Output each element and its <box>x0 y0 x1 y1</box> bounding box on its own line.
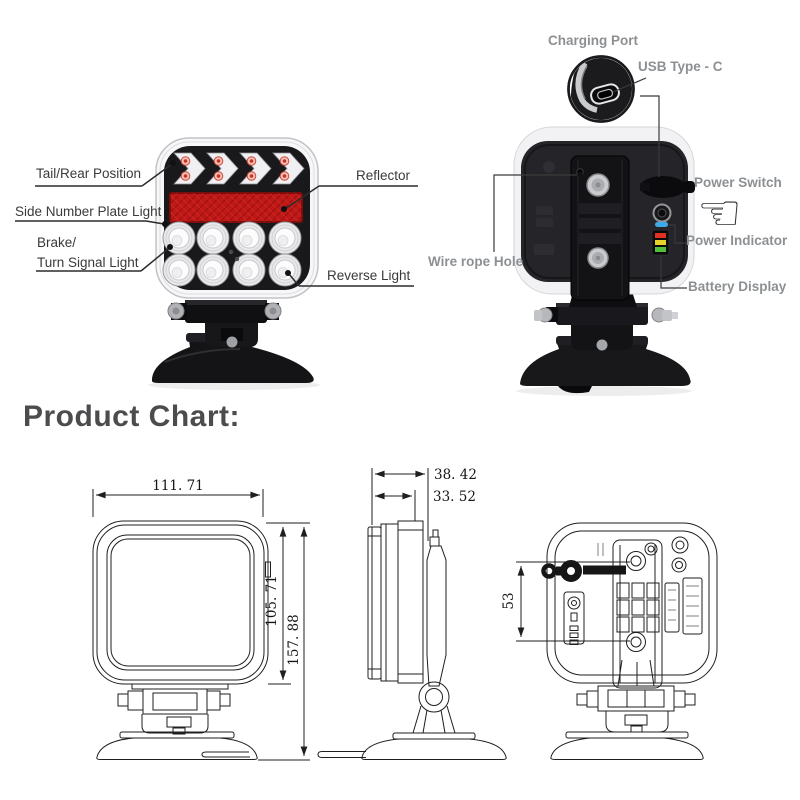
dim-side-depth-body: 33. 52 <box>433 489 476 505</box>
drawing-side-view: 38. 42 33. 52 <box>317 467 507 760</box>
magnetic-base-back <box>520 343 691 386</box>
drawing-back-view: 53 <box>501 522 718 760</box>
label-power-switch: Power Switch <box>694 175 782 190</box>
mount-bracket-back <box>571 322 633 350</box>
wire-rope-loop <box>541 560 626 582</box>
pointing-hand-icon: ☜ <box>697 184 742 242</box>
bracket-bolt <box>226 336 238 348</box>
dim-front-lens-height: 105. 71 <box>264 575 280 627</box>
back-callout-leaders <box>493 77 687 289</box>
usb-c-port <box>590 83 620 105</box>
drawing-front-view: 111. 71 105. 71 157. 88 <box>92 478 310 761</box>
battery-bar-red <box>655 233 666 238</box>
front-product-photo <box>148 137 320 390</box>
front-callout-dots <box>162 160 291 276</box>
magnetic-base <box>151 340 314 383</box>
port-cover-flap <box>640 176 686 198</box>
battery-bar-yellow <box>655 240 666 245</box>
back-shadow <box>516 386 692 396</box>
power-indicator-led <box>655 222 668 227</box>
dim-front-width: 111. 71 <box>152 478 204 494</box>
label-battery-display: Battery Display <box>688 279 787 294</box>
charging-port-inset <box>567 55 635 123</box>
round-leds <box>162 221 302 287</box>
label-power-indicator: Power Indicator <box>686 233 788 248</box>
label-tail-rear-position: Tail/Rear Position <box>36 166 142 181</box>
label-reverse-light: Reverse Light <box>327 268 411 283</box>
label-side-number-plate-light: Side Number Plate Light <box>15 204 162 219</box>
back-product-photo <box>513 126 695 396</box>
dim-front-total-height: 157. 88 <box>286 614 302 666</box>
label-usb-type-c: USB Type - C <box>638 59 723 74</box>
label-charging-port: Charging Port <box>548 33 638 48</box>
front-callout-leaders <box>15 163 418 287</box>
battery-bar-green <box>655 247 666 252</box>
label-reflector: Reflector <box>356 168 411 183</box>
label-wire-rope-hole: Wire rope Hole <box>428 254 524 269</box>
turn-arrow-leds <box>173 152 305 185</box>
section-title: Product Chart: <box>23 400 240 433</box>
dim-side-depth-total: 38. 42 <box>434 467 477 483</box>
dim-back-bolt-spacing: 53 <box>501 592 517 609</box>
label-brake-turn-signal: Brake/ Turn Signal Light <box>37 235 139 270</box>
micro-label-text <box>597 543 699 627</box>
